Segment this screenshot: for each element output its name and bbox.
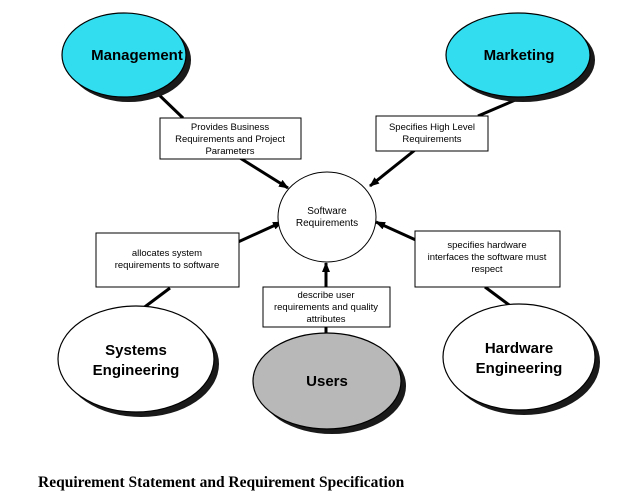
- hardware-description-box: specifies hardware interfaces the softwa…: [414, 230, 561, 288]
- marketing-box-line1: Specifies High Level: [389, 122, 475, 133]
- hardware-box-line1: specifies hardware: [447, 240, 526, 251]
- systems-description-box: allocates system requirements to softwar…: [95, 232, 240, 288]
- users-label: Users: [306, 373, 348, 390]
- marketing-label: Marketing: [484, 47, 555, 64]
- marketing-box-line2: Requirements: [402, 134, 461, 145]
- center-label-line1: Software: [307, 206, 347, 217]
- users-box-line1: describe user: [297, 290, 354, 301]
- arrow-marketing: [369, 148, 416, 188]
- systems-box-line1: allocates system: [132, 248, 202, 259]
- arrow-systems: [237, 220, 283, 244]
- management-description-box: Provides Business Requirements and Proje…: [159, 117, 302, 160]
- marketing-description-box: Specifies High Level Requirements: [375, 115, 489, 152]
- users-box-line2: requirements and quality: [274, 302, 378, 313]
- arrow-hardware: [375, 220, 419, 243]
- hardware-node: [442, 303, 596, 411]
- management-box-line2: Requirements and Project: [175, 134, 285, 145]
- systems-label-line2: Engineering: [93, 362, 180, 379]
- systems-box-line2: requirements to software: [115, 260, 220, 271]
- center-label-line2: Requirements: [296, 218, 358, 229]
- hardware-box-line3: respect: [471, 264, 503, 275]
- management-box-line3: Parameters: [205, 146, 254, 157]
- systems-label-line1: Systems: [105, 342, 167, 359]
- systems-node: [57, 305, 215, 413]
- connector-management-box: [154, 90, 185, 120]
- management-node: [61, 12, 187, 98]
- hardware-label-line2: Engineering: [476, 360, 563, 377]
- users-description-box: describe user requirements and quality a…: [262, 286, 391, 328]
- management-label: Management: [91, 47, 183, 64]
- figure-caption: Requirement Statement and Requirement Sp…: [38, 474, 405, 491]
- hardware-label-line1: Hardware: [485, 340, 553, 357]
- hardware-box-line2: interfaces the software must: [428, 252, 547, 263]
- users-box-line3: attributes: [306, 314, 345, 325]
- arrow-management: [239, 156, 289, 190]
- users-node: [252, 332, 402, 430]
- software-requirements-node: [277, 171, 377, 263]
- marketing-node: [445, 12, 591, 98]
- management-box-line1: Provides Business: [191, 122, 269, 133]
